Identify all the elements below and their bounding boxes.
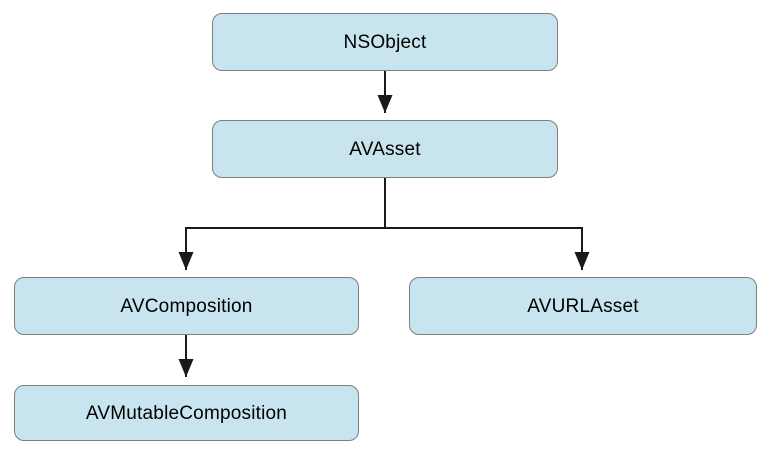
node-avmutablecomposition-label: AVMutableComposition bbox=[85, 402, 288, 424]
node-avasset: AVAsset bbox=[212, 120, 558, 178]
node-avcomposition: AVComposition bbox=[14, 277, 359, 335]
node-avurlasset: AVURLAsset bbox=[409, 277, 757, 335]
node-avasset-label: AVAsset bbox=[349, 138, 421, 160]
node-avcomposition-label: AVComposition bbox=[120, 295, 253, 317]
node-nsobject-label: NSObject bbox=[343, 31, 427, 53]
node-nsobject: NSObject bbox=[212, 13, 558, 71]
node-avmutablecomposition: AVMutableComposition bbox=[14, 385, 359, 441]
node-avurlasset-label: AVURLAsset bbox=[527, 295, 639, 317]
